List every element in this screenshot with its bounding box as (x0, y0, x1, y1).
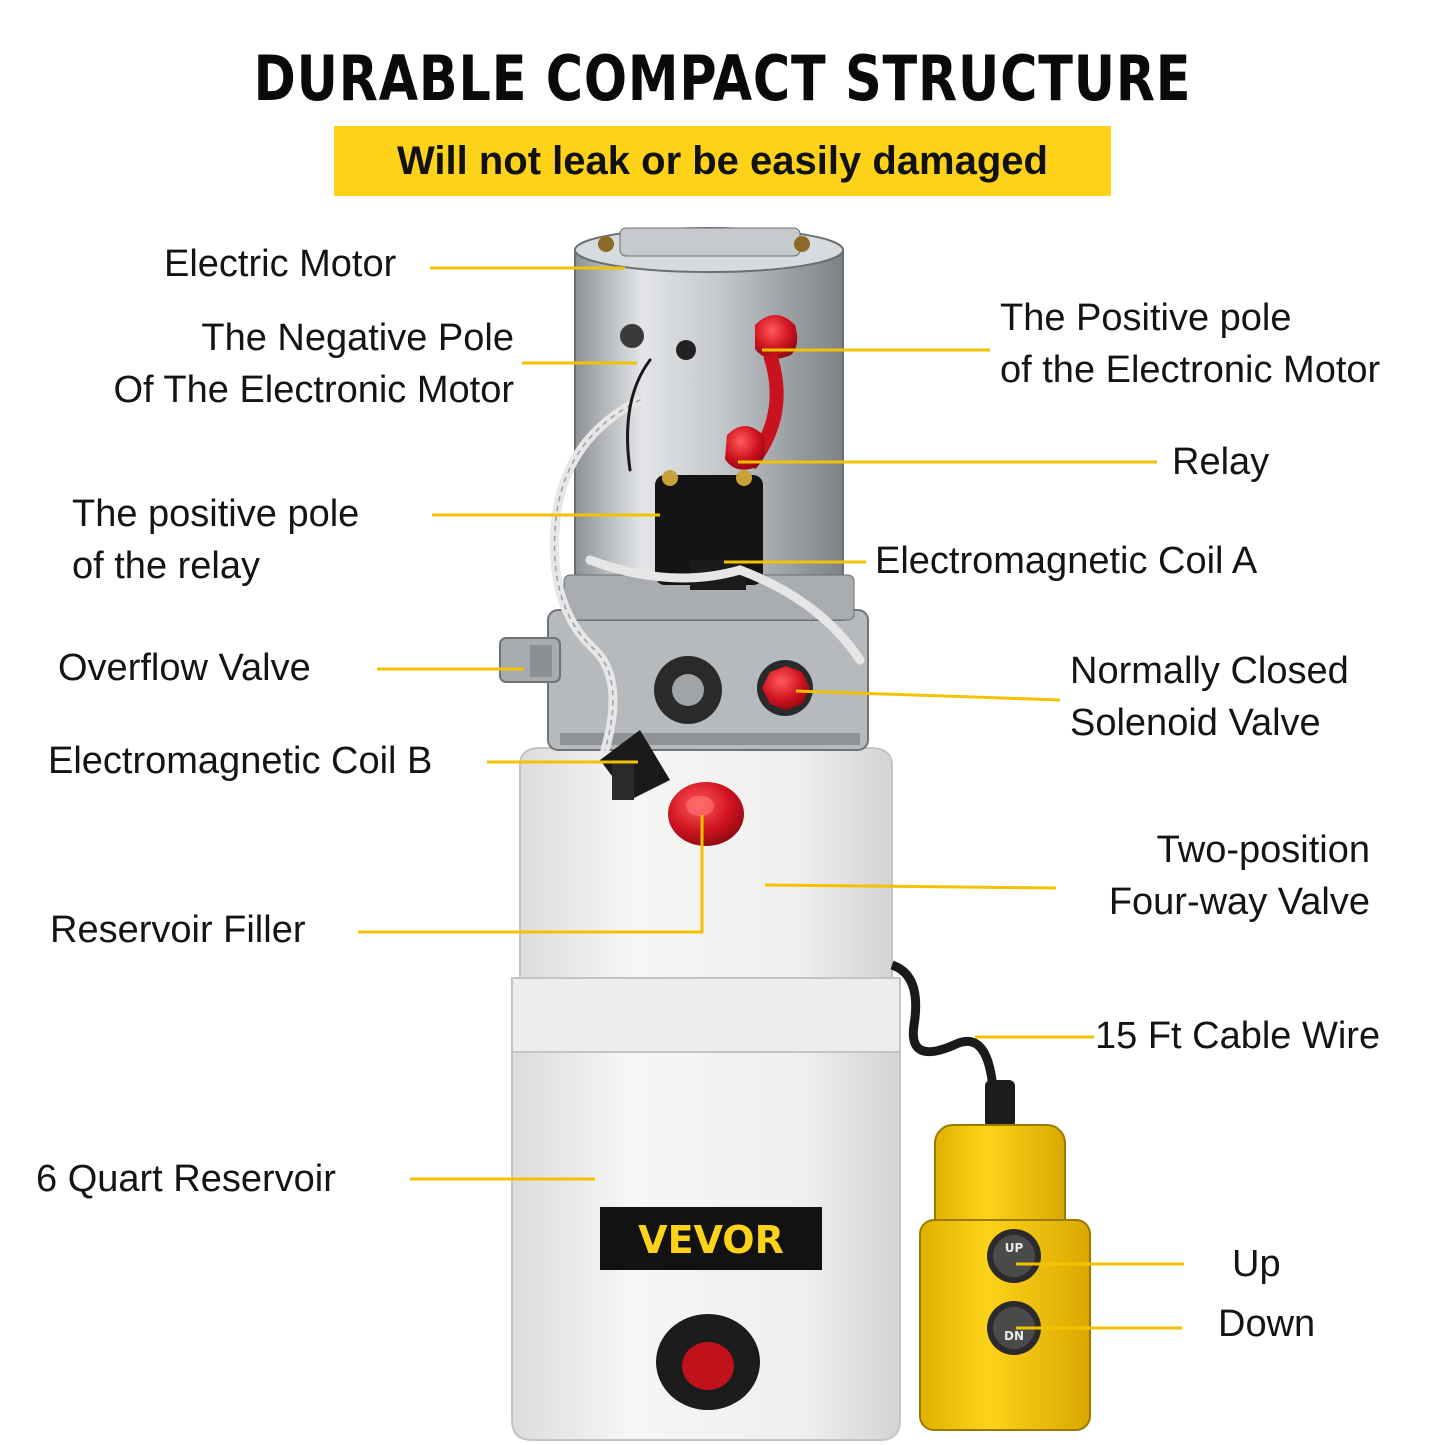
valve-block (499, 609, 869, 751)
filler-cap (668, 782, 744, 846)
drain-cap (656, 1314, 760, 1410)
wiring (550, 358, 865, 755)
remote-pendant (919, 1080, 1091, 1431)
coil-b-connector (600, 730, 670, 800)
label-reservoir: 6 Quart Reservoir (36, 1158, 336, 1200)
label-relay: Relay (1172, 441, 1270, 483)
page-title: DURABLE COMPACT STRUCTURE (253, 42, 1192, 115)
label-cable-wire: 15 Ft Cable Wire (1095, 1015, 1381, 1057)
leader-lines (358, 266, 1184, 1330)
label-electric-motor: Electric Motor (164, 243, 397, 285)
subtitle-text: Will not leak or be easily damaged (397, 138, 1048, 183)
remote-cable (890, 960, 999, 1116)
vevor-logo-plate (600, 1207, 822, 1270)
vevor-logo-text: VEVOR (638, 1218, 784, 1262)
label-solenoid-line2: Solenoid Valve (1070, 702, 1321, 744)
label-overflow-valve: Overflow Valve (58, 647, 311, 689)
label-negative-pole-line2: Of The Electronic Motor (113, 369, 514, 411)
label-reservoir-filler: Reservoir Filler (50, 909, 306, 951)
label-positive-pole-relay-line1: The positive pole (72, 493, 360, 535)
label-positive-pole-motor-line2: of the Electronic Motor (1000, 349, 1381, 391)
subtitle-banner: Will not leak or be easily damaged (334, 126, 1111, 196)
label-positive-pole-motor-line1: The Positive pole (1000, 297, 1292, 339)
label-solenoid-line1: Normally Closed (1070, 650, 1349, 692)
label-negative-pole-line1: The Negative Pole (201, 317, 514, 359)
label-two-position-line2: Four-way Valve (1108, 881, 1370, 923)
label-two-position-line1: Two-position (1156, 829, 1370, 871)
up-button-label: UP (1005, 1241, 1024, 1255)
label-positive-pole-relay-line2: of the relay (72, 545, 260, 587)
label-coil-a: Electromagnetic Coil A (875, 540, 1258, 582)
red-terminal-boots (725, 315, 798, 470)
label-coil-b: Electromagnetic Coil B (48, 740, 433, 782)
label-up: Up (1232, 1243, 1281, 1285)
down-button-label: DN (1004, 1329, 1024, 1343)
label-down: Down (1218, 1303, 1316, 1345)
